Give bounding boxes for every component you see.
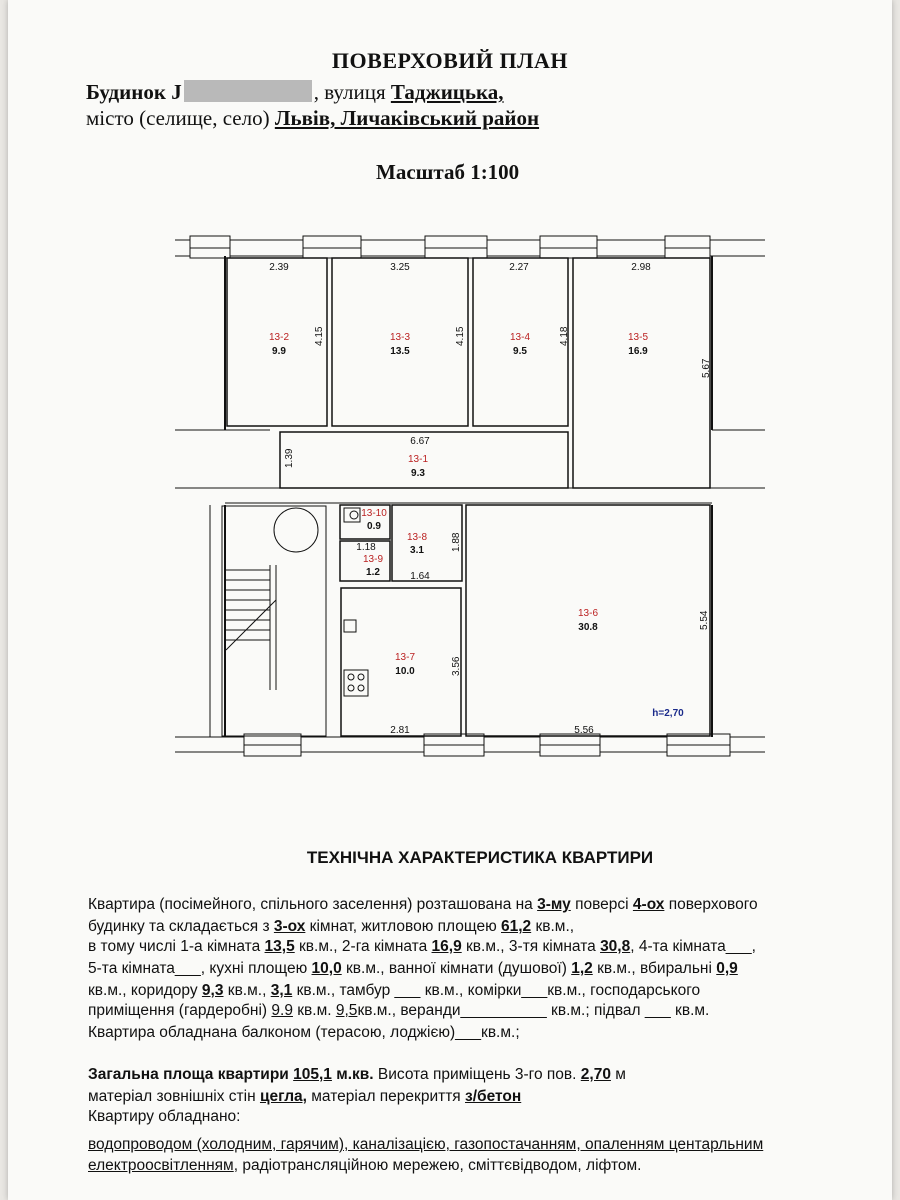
address-line: Будинок J, вулиця Таджицька, <box>86 80 504 104</box>
room-number-13-5: 13-5 <box>628 332 648 343</box>
tech-line-3: в тому числі 1-а кімната 13,5 кв.м., 2-г… <box>88 938 756 955</box>
building-label: Будинок <box>86 80 166 104</box>
city-line: місто (селище, село) Львів, Личаківський… <box>86 106 539 131</box>
dim-label: 3.56 <box>451 656 462 676</box>
room-area-13-1: 9.3 <box>411 468 425 479</box>
tech-line-8: Загальна площа квартири 105,1 м.кв. Висо… <box>88 1066 626 1083</box>
tech-line-11: водопроводом (холодним, гарячим), каналі… <box>88 1136 764 1153</box>
tech-line-10: Квартиру обладнано: <box>88 1108 241 1125</box>
page-title: ПОВЕРХОВИЙ ПЛАН <box>331 48 569 73</box>
tech-line-4: 5-та кімната___, кухні площею 10,0 кв.м.… <box>88 960 738 977</box>
street-label: , вулиця <box>313 80 386 104</box>
tech-line-2: будинку та складається з 3-ох кімнат, жи… <box>88 918 575 935</box>
tech-line-5: кв.м., коридору 9,3 кв.м., 3,1 кв.м., та… <box>88 982 701 999</box>
room-number-13-6: 13-6 <box>578 608 598 619</box>
dim-label: 6.67 <box>410 436 430 447</box>
room-area-13-2: 9.9 <box>272 346 286 357</box>
room-area-13-3: 13.5 <box>390 346 410 357</box>
room-area-13-9: 1.2 <box>366 567 380 578</box>
room-area-13-4: 9.5 <box>513 346 527 357</box>
dim-label: 1.88 <box>451 532 462 552</box>
ceiling-height-label: h=2,70 <box>652 708 684 719</box>
tech-line-12: електроосвітленням, радіотрансляційною м… <box>88 1157 642 1174</box>
tech-line-6: приміщення (гардеробні) 9.9 кв.м. 9,5кв.… <box>88 1002 710 1019</box>
document-sheet <box>8 0 892 1200</box>
city-label: місто (селище, село) <box>86 106 270 130</box>
room-area-13-5: 16.9 <box>628 346 648 357</box>
dim-label: 1.18 <box>356 542 376 553</box>
dim-label: 1.64 <box>410 571 430 582</box>
room-number-13-9: 13-9 <box>363 554 383 565</box>
dim-label: 5.67 <box>701 358 712 378</box>
dim-label: 4.15 <box>455 326 466 346</box>
tech-line-9: матеріал зовнішніх стін цегла, матеріал … <box>88 1088 522 1105</box>
dim-label: 2.81 <box>390 725 410 736</box>
dim-label: 2.27 <box>509 262 529 273</box>
dim-label: 5.54 <box>699 610 710 630</box>
room-number-13-7: 13-7 <box>395 652 415 663</box>
dim-label: 3.25 <box>390 262 410 273</box>
redacted-building-number <box>183 80 312 102</box>
scale-label: Масштаб 1:100 <box>376 160 520 184</box>
room-number-13-10: 13-10 <box>361 508 387 519</box>
room-area-13-10: 0.9 <box>367 521 381 532</box>
tech-line-1: Квартира (посімейного, спільного заселен… <box>88 896 758 913</box>
dim-label: 5.56 <box>574 725 594 736</box>
room-number-13-2: 13-2 <box>269 332 289 343</box>
room-number-13-8: 13-8 <box>407 532 427 543</box>
dim-label: 2.39 <box>269 262 289 273</box>
dim-label: 4.18 <box>559 326 570 346</box>
room-area-13-7: 10.0 <box>395 666 415 677</box>
room-number-13-4: 13-4 <box>510 332 530 343</box>
city-name: Львів, Личаківський район <box>274 106 540 130</box>
dim-label: 2.98 <box>631 262 651 273</box>
room-area-13-8: 3.1 <box>410 545 424 556</box>
floor-plan: 13-2 9.9 13-3 13.5 13-4 9.5 13-5 16.9 13… <box>175 235 765 757</box>
tech-line-7: Квартира обладнана балконом (терасою, ло… <box>88 1024 520 1041</box>
dim-label: 1.39 <box>284 448 295 468</box>
dim-label: 4.15 <box>314 326 325 346</box>
room-number-13-3: 13-3 <box>390 332 410 343</box>
section-title: ТЕХНІЧНА ХАРАКТЕРИСТИКА КВАРТИРИ <box>306 848 654 867</box>
room-number-13-1: 13-1 <box>408 454 428 465</box>
street-name: Таджицька, <box>390 80 504 104</box>
room-area-13-6: 30.8 <box>578 622 598 633</box>
